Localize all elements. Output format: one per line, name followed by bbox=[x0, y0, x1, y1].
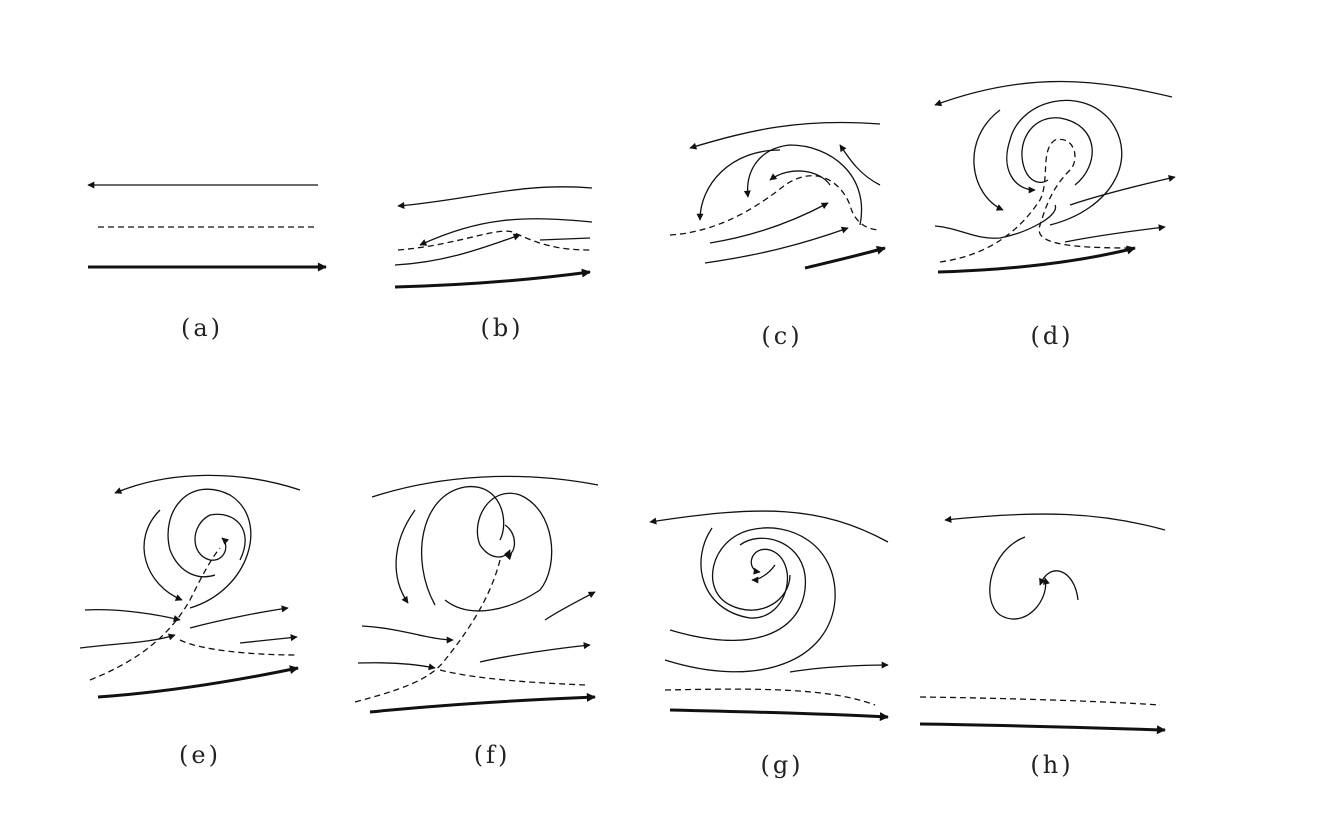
interface-line bbox=[89, 547, 299, 681]
vortex-streamline bbox=[989, 536, 1050, 620]
panel-f bbox=[354, 475, 599, 714]
lower-flow-arrow bbox=[669, 708, 889, 722]
panel-label-h: (h) bbox=[1030, 751, 1074, 779]
lower-flow-arrow bbox=[394, 268, 591, 289]
upper-streamline bbox=[649, 510, 889, 543]
upper-streamline bbox=[944, 513, 1166, 531]
streamline bbox=[709, 202, 829, 244]
panel-label-b: (b) bbox=[480, 314, 524, 342]
vortex-streamline bbox=[751, 564, 776, 584]
vortex-streamline bbox=[167, 488, 252, 609]
lower-flow-arrow bbox=[369, 692, 596, 714]
streamline bbox=[361, 625, 454, 644]
upper-streamline bbox=[114, 474, 301, 494]
vortex-streamline bbox=[143, 509, 183, 601]
streamline bbox=[189, 605, 289, 629]
streamline bbox=[544, 591, 596, 621]
streamline bbox=[79, 633, 176, 649]
streamline bbox=[696, 149, 781, 221]
vortex-streamline bbox=[421, 486, 505, 606]
panel-label-e: (e) bbox=[179, 741, 221, 769]
vortex-streamline bbox=[194, 513, 246, 561]
streamline bbox=[394, 233, 521, 266]
upper-streamline bbox=[934, 80, 1173, 107]
streamline bbox=[789, 661, 889, 673]
panel-label-d: (d) bbox=[1030, 322, 1074, 350]
panel-d bbox=[934, 80, 1176, 274]
streamline bbox=[704, 226, 849, 264]
upper-streamline bbox=[689, 121, 881, 150]
vortex-streamline bbox=[395, 509, 416, 604]
streamline bbox=[479, 642, 591, 663]
lower-flow-arrow bbox=[804, 245, 886, 270]
streamline bbox=[1064, 224, 1166, 243]
panel-h bbox=[919, 513, 1166, 735]
interface-line bbox=[939, 138, 1131, 263]
panel-c bbox=[669, 121, 886, 270]
panel-label-f: (f) bbox=[473, 741, 511, 769]
vortex-streamline bbox=[1006, 99, 1123, 226]
panel-label-a: (a) bbox=[180, 314, 224, 342]
vortex-streamline bbox=[973, 109, 1004, 211]
streamline bbox=[1069, 174, 1176, 206]
vortex-streamline bbox=[743, 144, 863, 226]
streamline bbox=[84, 609, 181, 622]
vortex-streamline bbox=[1021, 117, 1093, 186]
panel-b bbox=[394, 186, 593, 289]
panel-a bbox=[87, 181, 327, 272]
panel-e bbox=[79, 474, 301, 699]
panel-g bbox=[649, 510, 889, 722]
streamline bbox=[239, 634, 298, 644]
interface-line bbox=[397, 230, 591, 251]
streamline bbox=[419, 218, 593, 246]
vortex-streamline bbox=[504, 524, 516, 561]
vortex-streamline bbox=[1039, 570, 1079, 601]
vortex-streamline bbox=[839, 144, 881, 186]
streamline bbox=[357, 662, 436, 671]
interface-line bbox=[919, 696, 1161, 706]
upper-streamline bbox=[397, 186, 593, 209]
vortex-streamline bbox=[444, 492, 553, 612]
lower-flow-arrow bbox=[919, 722, 1166, 735]
lower-flow-arrow bbox=[97, 665, 299, 699]
lower-flow-arrow bbox=[937, 245, 1136, 274]
vortex-streamline bbox=[669, 537, 807, 641]
panel-label-c: (c) bbox=[761, 322, 803, 350]
interface-line bbox=[664, 688, 876, 706]
inner-vortex-streamline bbox=[769, 170, 831, 186]
interface-line bbox=[669, 175, 881, 236]
upper-streamline bbox=[371, 475, 599, 498]
vortex-streamline bbox=[700, 527, 789, 619]
panel-label-g: (g) bbox=[760, 751, 804, 779]
interface-line bbox=[354, 559, 586, 703]
vortex-streamline bbox=[664, 527, 836, 673]
streamline bbox=[934, 204, 1057, 239]
streamline bbox=[539, 237, 591, 241]
